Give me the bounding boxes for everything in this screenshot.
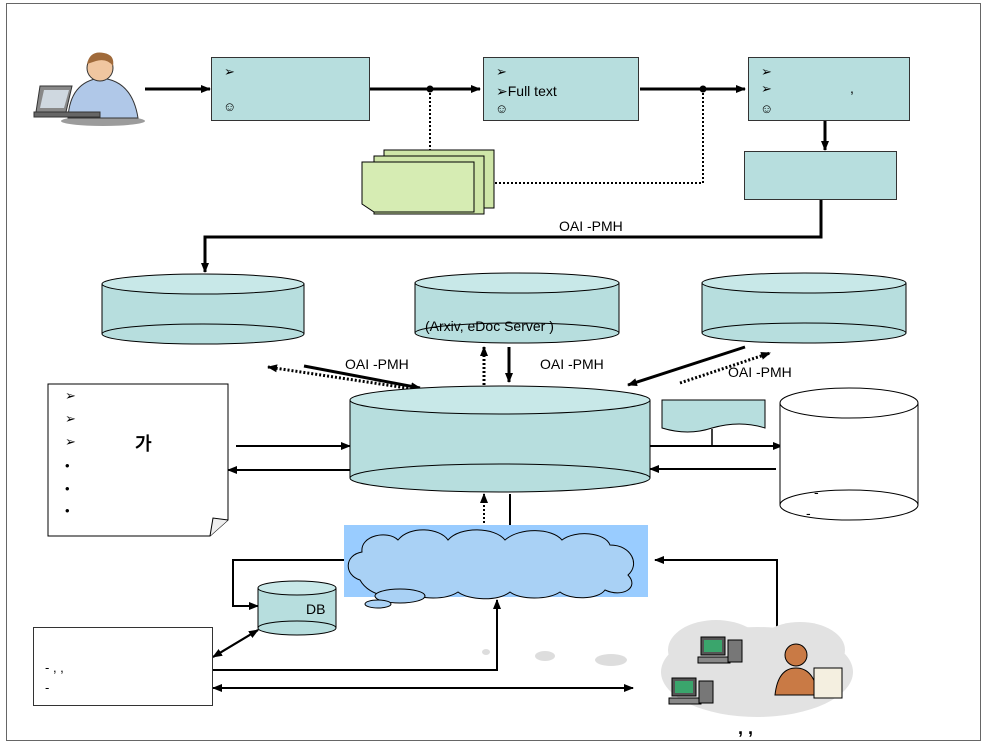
- people-icon: ☺: [223, 99, 237, 114]
- oai-pmh-label-middle: OAI -PMH: [540, 356, 604, 372]
- main-repository-cylinder: [349, 385, 651, 493]
- grey-bubble-medium: [535, 651, 555, 661]
- document-stack-icon: [361, 149, 495, 215]
- people-icon: ☺: [495, 101, 509, 116]
- solid-arrow-left-to-main: [303, 364, 421, 391]
- note-bullet-arrow-3: ➢: [65, 434, 76, 449]
- note-bullet-dot-3: •: [65, 503, 70, 518]
- note-bullet-dot-1: •: [65, 458, 70, 473]
- note-bullet-dot-2: •: [65, 481, 70, 496]
- bottom-left-line-2: -: [45, 680, 50, 695]
- oai-pmh-label-left: OAI -PMH: [345, 356, 409, 372]
- grey-bubble-small: [482, 649, 490, 655]
- network-cloud: [344, 525, 648, 609]
- right-database-cylinder: [779, 387, 919, 521]
- right-db-dash-2: -: [806, 505, 811, 521]
- center-repository-cylinder: [414, 272, 620, 344]
- full-text-label: ➢Full text: [496, 83, 557, 99]
- folded-note: [47, 383, 229, 537]
- arrow-db-to-bottom-box: [212, 629, 259, 658]
- callout-banner: [661, 399, 766, 433]
- user-at-laptop-icon: [33, 52, 145, 126]
- comma-text: ,: [850, 80, 854, 96]
- grey-bubble-large: [595, 654, 627, 666]
- slide-frame: [6, 3, 981, 741]
- oai-pmh-label-right: OAI -PMH: [728, 364, 792, 380]
- db-label: DB: [306, 601, 326, 617]
- arrow-box4-to-left-cylinder: [201, 199, 823, 273]
- dotted-arrow-to-left-cylinder: [267, 364, 421, 392]
- step-box-2: ➢ ➢Full text ☺: [483, 57, 639, 121]
- bottom-left-line-1: - , ,: [45, 660, 64, 675]
- note-bullet-arrow-2: ➢: [65, 411, 76, 426]
- arrow-cloud-to-small-db: [232, 559, 345, 610]
- step-box-4: [744, 151, 897, 200]
- bullet-arrow: ➢: [761, 64, 772, 79]
- dotted-link-2: [495, 89, 704, 184]
- left-repository-cylinder: [101, 273, 305, 345]
- oai-pmh-label-top: OAI -PMH: [559, 218, 623, 234]
- right-repository-cylinder: [701, 272, 907, 344]
- small-db-cylinder: [257, 580, 337, 636]
- bottom-left-box: [33, 627, 213, 706]
- bullet-arrow: ➢: [496, 64, 507, 79]
- note-bullet-arrow-1: ➢: [65, 388, 76, 403]
- arrow-bottom-box-to-cloud: [213, 599, 501, 671]
- users-cluster-icon: [661, 620, 853, 717]
- right-db-dash-1: -: [814, 484, 819, 500]
- step-box-3: ➢ ➢ , ☺: [748, 57, 910, 121]
- step-box-1: ➢ ☺: [211, 57, 370, 121]
- users-caption-commas: , ,: [738, 718, 754, 738]
- solid-arrow-right-to-main: [627, 345, 746, 387]
- repository-center-label: (Arxiv, eDoc Server ): [425, 318, 554, 334]
- note-korean-text: 가: [135, 434, 152, 454]
- bullet-arrow: ➢: [224, 64, 235, 79]
- people-icon: ☺: [760, 101, 774, 116]
- bullet-arrow: ➢: [761, 81, 772, 96]
- arrow-users-to-cloud: [654, 556, 778, 635]
